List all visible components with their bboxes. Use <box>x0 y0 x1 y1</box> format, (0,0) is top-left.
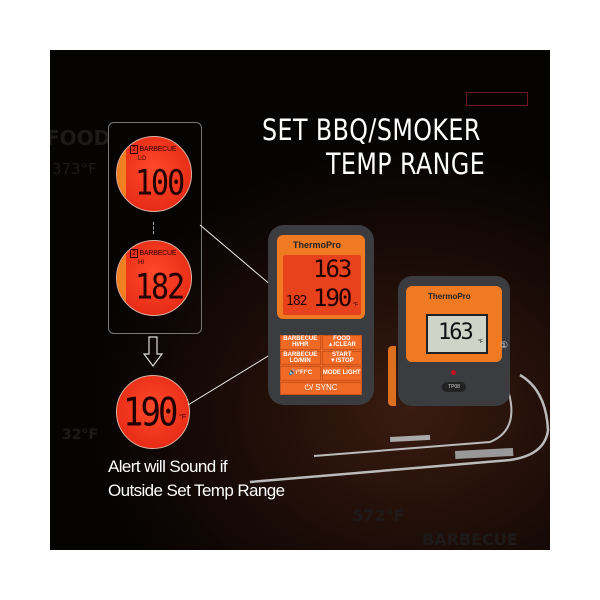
transmitter-device: ThermoPro 163 °F TP08 ① <box>388 276 510 406</box>
probe-1 <box>313 389 513 457</box>
bg-temp-low: 32°F <box>62 427 99 443</box>
receiver-logo: ThermoPro <box>293 240 342 250</box>
transmitter-power-button[interactable]: TP08 <box>442 382 466 392</box>
transmitter-screen: 163 °F <box>426 314 488 354</box>
product-image: FOOD 373°F 32°F 572°F BARBECUE SET BBQ/S… <box>50 50 550 550</box>
lcd-high-callout: 2 BARBECUE HI 182 <box>116 240 192 316</box>
title-line-1: SET BBQ/SMOKER <box>262 113 481 147</box>
bbq-set-temp: 182 <box>286 294 308 309</box>
barbecue-hi-button[interactable]: BARBECUE HI/HR <box>280 335 321 350</box>
power-sync-button[interactable]: ⏻/ SYNC <box>280 381 362 395</box>
receiver-device: ThermoPro 163 182 190 °F BARBECUE HI/HR … <box>268 225 374 405</box>
bg-temp-high: 373°F <box>52 160 97 178</box>
range-connector <box>153 222 154 234</box>
start-stop-button[interactable]: START ▼/STOP <box>321 350 362 366</box>
lo-label: LO <box>138 156 147 162</box>
food-clear-button[interactable]: FOOD ▲/CLEAR <box>321 335 362 350</box>
transmitter-temp: 163 <box>438 320 474 345</box>
arrow-down-icon <box>142 336 164 367</box>
transmitter-logo: ThermoPro <box>428 292 471 301</box>
transmitter-trim <box>388 346 406 406</box>
receiver-keypad: BARBECUE HI/HR FOOD ▲/CLEAR BARBECUE LO/… <box>280 335 362 395</box>
decorative-frame <box>466 92 528 106</box>
lcd-alert-callout: 190 °F <box>116 375 190 449</box>
range-callout-box <box>108 122 202 334</box>
leader-lines <box>187 224 550 484</box>
title-line-2: TEMP RANGE <box>326 147 486 181</box>
sound-unit-button[interactable]: 🔊/°F/°C <box>280 366 321 381</box>
probe-2 <box>249 373 550 484</box>
probe-port-label: ① <box>500 340 509 350</box>
hi-value: 182 <box>135 267 185 308</box>
alert-value: 190 <box>123 390 178 436</box>
lo-value: 100 <box>135 163 185 204</box>
hi-label: HI <box>138 260 144 266</box>
bg-temp-bottom: 572°F <box>352 506 405 525</box>
lcd-low-callout: 2 BARBECUE LO 100 <box>116 136 192 212</box>
receiver-screen: 163 182 190 °F <box>283 255 361 315</box>
transmitter-unit: °F <box>478 339 484 345</box>
alert-text-line-1: Alert will Sound if <box>108 457 228 476</box>
bg-barbecue-label: BARBECUE <box>422 530 518 549</box>
bbq-temp: 190 <box>313 284 352 312</box>
alert-text-line-2: Outside Set Temp Range <box>108 481 285 500</box>
receiver-unit: °F <box>353 302 359 308</box>
bg-food-label: FOOD <box>50 126 111 150</box>
food-temp: 163 <box>313 255 352 283</box>
barbecue-lo-button[interactable]: BARBECUE LO/MIN <box>280 350 321 366</box>
mode-light-button[interactable]: MODE LIGHT <box>321 366 362 381</box>
alert-unit: °F <box>179 414 187 421</box>
led-indicator <box>451 370 456 375</box>
